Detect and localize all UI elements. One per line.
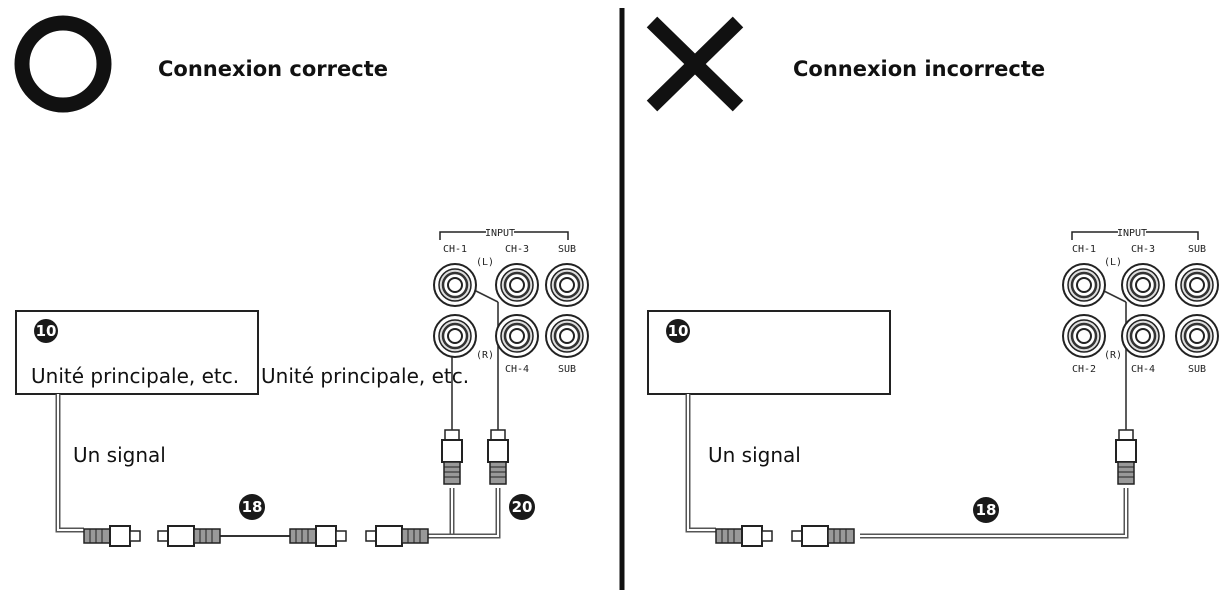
sub-label-top: SUB: [1188, 244, 1206, 255]
badge-18-text: 18: [242, 498, 263, 516]
plug: [365, 525, 429, 547]
sub-label-top: SUB: [558, 244, 576, 255]
plug: [441, 429, 463, 485]
r-label: (R): [476, 350, 494, 361]
sub-label-bottom: SUB: [1188, 364, 1206, 375]
ch3-label: CH-3: [1131, 244, 1155, 255]
badge-20-text: 20: [512, 498, 533, 516]
l-label: (L): [476, 257, 494, 268]
main-unit-label: Unité principale, etc.: [31, 364, 239, 388]
ch4-label: CH-4: [505, 364, 529, 375]
plug: [1115, 429, 1137, 485]
l-label: (L): [1104, 257, 1122, 268]
ch1-label: CH-1: [1072, 244, 1096, 255]
input-panel: INPUT CH-1 CH-3 SUB (L) (R) CH-4 SUB: [432, 226, 590, 375]
plug: [487, 429, 509, 485]
badge-10: [666, 319, 690, 343]
ch2-label: CH-2: [1072, 364, 1096, 375]
input-label: INPUT: [485, 228, 515, 239]
badge-18: [973, 497, 999, 523]
signal-label: Un signal: [708, 443, 801, 467]
cable-20-left: [428, 488, 455, 539]
signal-label: Un signal: [73, 443, 166, 467]
ch3-label: CH-3: [505, 244, 529, 255]
correct-title: Connexion correcte: [158, 57, 388, 81]
correct-panel: Connexion correcte 10 Unité principale, …: [14, 15, 590, 547]
badge-10-text: 10: [36, 322, 57, 340]
r-label: (R): [1104, 350, 1122, 361]
plug: [83, 525, 141, 547]
main-unit-label-repeat: Unité principale, etc.: [261, 364, 469, 388]
sub-label-bottom: SUB: [558, 364, 576, 375]
badge-18: [239, 494, 265, 520]
badge-18-text: 18: [976, 501, 997, 519]
plug: [289, 525, 347, 547]
badge-10-text: 10: [668, 322, 689, 340]
main-unit-box: [15, 310, 259, 395]
badge-20: [509, 494, 535, 520]
incorrect-title: Connexion incorrecte: [793, 57, 1045, 81]
cable-20-right: [428, 488, 501, 539]
incorrect-panel: Connexion incorrecte 10 Un signal 18 INP…: [646, 16, 1220, 547]
badge-10: [34, 319, 58, 343]
circle-icon: [14, 15, 112, 113]
ch4-label: CH-4: [1131, 364, 1155, 375]
input-label: INPUT: [1117, 228, 1147, 239]
main-unit-box: [647, 310, 891, 395]
plug: [791, 525, 855, 547]
plug: [715, 525, 773, 547]
plug: [157, 525, 221, 547]
cross-icon: [646, 16, 744, 112]
input-panel: INPUT CH-1 CH-3 SUB (L) (R) CH-2 CH-4 SU…: [1061, 226, 1220, 375]
ch1-label: CH-1: [443, 244, 467, 255]
